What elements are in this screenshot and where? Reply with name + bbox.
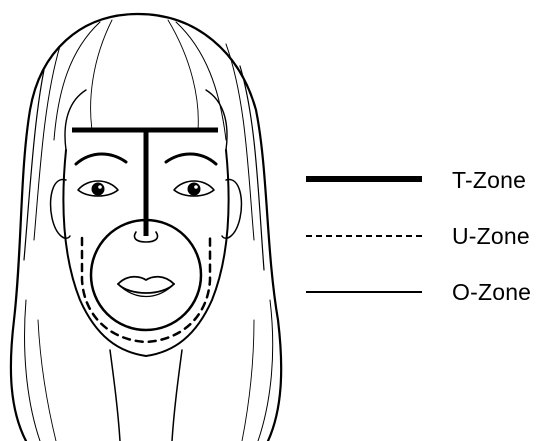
lips xyxy=(118,277,174,297)
u-zone-line-swatch xyxy=(306,235,422,237)
legend-item-t-zone: T-Zone xyxy=(300,160,558,200)
legend: T-Zone U-Zone O-Zone xyxy=(300,160,558,310)
face-illustration xyxy=(0,0,300,441)
legend-item-o-zone: O-Zone xyxy=(300,272,558,312)
u-zone-marker xyxy=(82,238,210,342)
right-eye xyxy=(174,181,214,196)
left-ear xyxy=(51,180,70,239)
o-zone-line-swatch xyxy=(306,291,422,293)
right-ear xyxy=(222,180,241,239)
left-eyebrow xyxy=(76,154,126,164)
left-eye xyxy=(78,181,118,196)
neck xyxy=(110,350,182,441)
legend-label-t-zone: T-Zone xyxy=(452,162,526,198)
right-eyebrow xyxy=(166,154,216,164)
o-zone-marker xyxy=(91,220,201,330)
legend-label-u-zone: U-Zone xyxy=(452,218,530,254)
t-zone-line-swatch xyxy=(306,176,422,182)
legend-item-u-zone: U-Zone xyxy=(300,216,558,256)
legend-label-o-zone: O-Zone xyxy=(452,274,531,310)
